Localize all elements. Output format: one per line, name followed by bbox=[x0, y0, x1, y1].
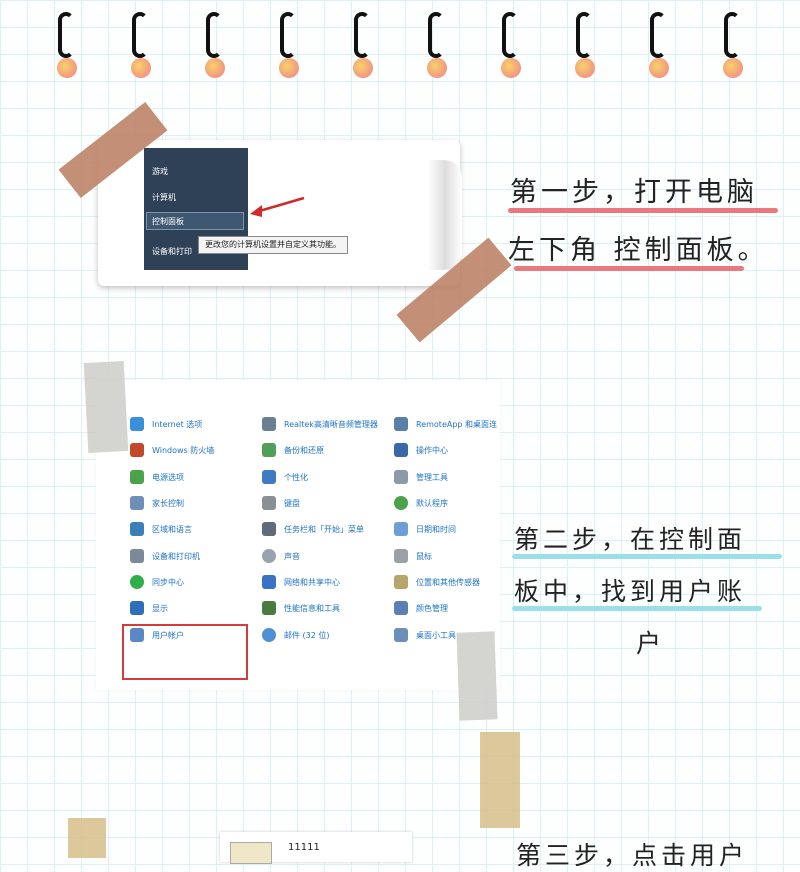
step1-line1: 第一步，打开电脑 bbox=[510, 177, 758, 208]
menu-item-control-panel[interactable]: 控制面板 bbox=[152, 217, 184, 226]
control-panel-item-icon bbox=[130, 496, 144, 510]
ring-binding-icon bbox=[644, 12, 674, 78]
control-panel-item-icon bbox=[262, 496, 276, 510]
cp-item-display[interactable]: 显示 bbox=[130, 600, 168, 616]
cp-item-default-programs[interactable]: 默认程序 bbox=[394, 495, 448, 511]
ring-binding-icon bbox=[274, 12, 304, 78]
step1-underline2 bbox=[514, 266, 744, 271]
ring-binding-icon bbox=[570, 12, 600, 78]
tooltip: 更改您的计算机设置并自定义其功能。 bbox=[198, 236, 348, 254]
ring-binding-icon bbox=[496, 12, 526, 78]
step2-line3: 户 bbox=[636, 629, 666, 658]
cp-item-parental-controls[interactable]: 家长控制 bbox=[130, 495, 184, 511]
tape-step2-bottom bbox=[456, 631, 498, 721]
control-panel-item-icon bbox=[394, 628, 408, 642]
menu-item-control-panel-highlight[interactable] bbox=[146, 212, 244, 230]
arrow-icon bbox=[250, 196, 305, 217]
tape-step3-left bbox=[68, 818, 106, 858]
tape-step3-right bbox=[480, 732, 520, 828]
control-panel-item-icon bbox=[394, 549, 408, 563]
ring-binding-icon bbox=[718, 12, 748, 78]
tape-step2-top bbox=[83, 361, 129, 453]
control-panel-item-icon bbox=[262, 443, 276, 457]
user-name-label[interactable]: 11111 bbox=[288, 842, 320, 853]
control-panel-item-icon bbox=[394, 470, 408, 484]
highlight-box-user-accounts bbox=[122, 624, 248, 680]
control-panel-item-icon bbox=[262, 628, 276, 642]
cp-item-location-sensors[interactable]: 位置和其他传感器 bbox=[394, 574, 480, 590]
cp-item-personalization[interactable]: 个性化 bbox=[262, 469, 308, 485]
control-panel-item-icon bbox=[130, 443, 144, 457]
control-panel-item-icon bbox=[262, 470, 276, 484]
ring-binding-icon bbox=[422, 12, 452, 78]
cp-item-region-language[interactable]: 区域和语言 bbox=[130, 521, 192, 537]
control-panel-item-icon bbox=[394, 601, 408, 615]
step1-underline1 bbox=[508, 208, 778, 213]
step2-underline1 bbox=[512, 554, 782, 559]
cp-item-realtek[interactable]: Realtek高清晰音频管理器 bbox=[262, 416, 378, 432]
cp-item-mail[interactable]: 邮件 (32 位) bbox=[262, 627, 330, 643]
cp-item-network-sharing[interactable]: 网络和共享中心 bbox=[262, 574, 340, 590]
control-panel-item-icon bbox=[394, 417, 408, 431]
control-panel-item-icon bbox=[262, 522, 276, 536]
user-thumbnail[interactable] bbox=[230, 842, 272, 864]
control-panel-screenshot: Internet 选项 Windows 防火墙 电源选项 家长控制 区域和语言 … bbox=[96, 380, 500, 690]
cp-item-taskbar-start[interactable]: 任务栏和「开始」菜单 bbox=[262, 521, 364, 537]
control-panel-item-icon bbox=[262, 549, 276, 563]
control-panel-item-icon bbox=[130, 417, 144, 431]
cp-item-desktop-gadgets[interactable]: 桌面小工具 bbox=[394, 627, 456, 643]
control-panel-item-icon bbox=[262, 417, 276, 431]
control-panel-item-icon bbox=[130, 601, 144, 615]
menu-item-games[interactable]: 游戏 bbox=[152, 167, 168, 176]
cp-item-keyboard[interactable]: 键盘 bbox=[262, 495, 300, 511]
cp-item-user-accounts[interactable]: 用户帐户 bbox=[130, 627, 184, 643]
step2-line2: 板中，找到用户账 bbox=[514, 577, 747, 606]
control-panel-item-icon bbox=[130, 628, 144, 642]
control-panel-item-icon bbox=[394, 575, 408, 589]
cp-item-color-management[interactable]: 颜色管理 bbox=[394, 600, 448, 616]
ring-binding-icon bbox=[52, 12, 82, 78]
control-panel-item-icon bbox=[394, 443, 408, 457]
cp-item-sound[interactable]: 声音 bbox=[262, 548, 300, 564]
cp-item-devices-printers[interactable]: 设备和打印机 bbox=[130, 548, 200, 564]
step3-screenshot: 11111 bbox=[220, 832, 412, 864]
cp-item-sync-center[interactable]: 同步中心 bbox=[130, 574, 184, 590]
cp-item-date-time[interactable]: 日期和时间 bbox=[394, 521, 456, 537]
cp-item-mouse[interactable]: 鼠标 bbox=[394, 548, 432, 564]
control-panel-item-icon bbox=[394, 522, 408, 536]
menu-item-devices[interactable]: 设备和打印 bbox=[152, 247, 192, 256]
binder-rings bbox=[52, 12, 772, 82]
cp-item-backup-restore[interactable]: 备份和还原 bbox=[262, 442, 324, 458]
ring-binding-icon bbox=[126, 12, 156, 78]
cp-item-admin-tools[interactable]: 管理工具 bbox=[394, 469, 448, 485]
control-panel-item-icon bbox=[130, 522, 144, 536]
cp-item-internet-options[interactable]: Internet 选项 bbox=[130, 416, 202, 432]
page-curl bbox=[428, 160, 462, 270]
menu-item-computer[interactable]: 计算机 bbox=[152, 193, 176, 202]
cp-item-action-center[interactable]: 操作中心 bbox=[394, 442, 448, 458]
control-panel-item-icon bbox=[262, 601, 276, 615]
cp-item-firewall[interactable]: Windows 防火墙 bbox=[130, 442, 214, 458]
step3-line1: 第三步，点击用户 bbox=[516, 841, 749, 870]
cp-item-power-options[interactable]: 电源选项 bbox=[130, 469, 184, 485]
control-panel-item-icon bbox=[130, 575, 144, 589]
ring-binding-icon bbox=[200, 12, 230, 78]
cp-item-remoteapp[interactable]: RemoteApp 和桌面连 bbox=[394, 416, 497, 432]
ring-binding-icon bbox=[348, 12, 378, 78]
step2-underline2 bbox=[512, 606, 762, 611]
control-panel-item-icon bbox=[262, 575, 276, 589]
step1-screenshot: 游戏 计算机 控制面板 设备和打印 更改您的计算机设置并自定义其功能。 bbox=[98, 140, 462, 286]
control-panel-item-icon bbox=[394, 496, 408, 510]
step1-line2: 左下角 控制面板。 bbox=[508, 235, 769, 266]
cp-item-performance[interactable]: 性能信息和工具 bbox=[262, 600, 340, 616]
start-menu: 游戏 计算机 控制面板 设备和打印 bbox=[144, 148, 248, 270]
step2-line1: 第二步，在控制面 bbox=[514, 525, 747, 554]
control-panel-item-icon bbox=[130, 470, 144, 484]
control-panel-item-icon bbox=[130, 549, 144, 563]
